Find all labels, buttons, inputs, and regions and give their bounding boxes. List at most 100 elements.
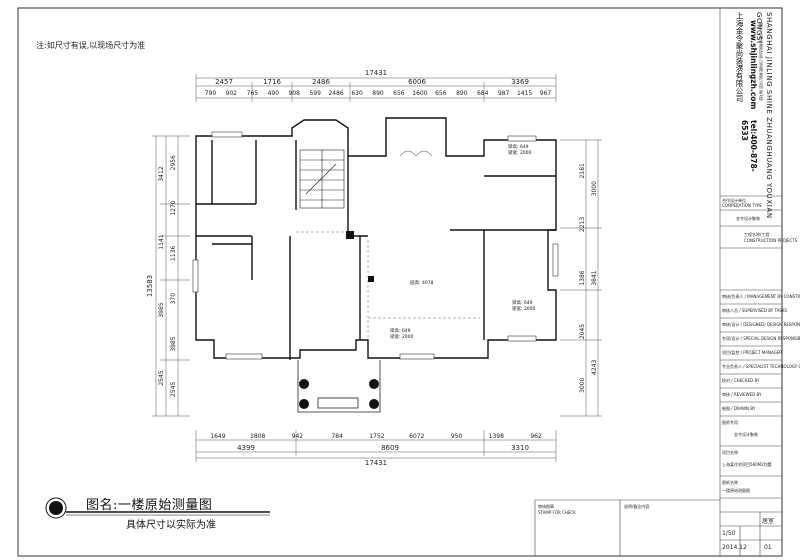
bottom-total-dim: 17431 [365,459,387,467]
tb-field: 图纸名称 [722,480,738,485]
dimension-label: 2045 [579,324,586,339]
dimension-label: 656 [435,90,447,97]
top-dim: 2457 [215,78,233,86]
dimension-label: 656 [393,90,405,97]
beam-height-label: 梁高: 649 [508,143,529,150]
company-tel: tel:400-878-6533 [740,120,758,172]
dimension-label: 1415 [517,90,532,97]
tb-role-field: 专业负责人 / SPECIALIST TECHNOLOGY OF [722,364,800,369]
tb-field: 图纸专用 [722,420,738,425]
dimension-label: 3412 [158,166,165,181]
bottom-dim: 8609 [381,444,399,452]
dimension-label: 1398 [489,433,504,440]
dimension-label: 1600 [412,90,427,97]
dimension-label: 599 [309,90,321,97]
dimension-label: 908 [288,90,300,97]
bottom-dim: 4399 [237,444,255,452]
beam-width-label: 梁宽: 2000 [508,149,532,156]
top-dim: 3369 [511,78,529,86]
tb-role-field: 校对 / CHECKED BY [722,378,760,383]
beam-height-label: 梁高: 649 [390,327,411,334]
dimension-label: 765 [247,90,259,97]
dimension-label: 1136 [170,245,177,260]
company-website: www.shjinlingzh.com [749,20,758,110]
drawing-border [17,7,783,557]
tb-role-field: 项目/监控 / PROJECT MANAGER [722,350,783,355]
dimension-label: 1141 [158,234,165,249]
tb-field: COOPERATION TYPE [722,203,762,208]
tb-role-field: 审核/设计 / DESIGNED/ DESIGN RESPONSIBILITY [722,322,800,327]
beam-lines [296,231,480,340]
tb-role-field: 审核/负责人 / MANAGEMENT BY CONSTRUCTION [722,294,800,299]
dimension-label: 784 [331,433,343,440]
title-ornament [45,497,270,519]
stamp-label-en: STAMP FOR CHECK [538,510,576,515]
dimension-label: 2213 [579,217,586,232]
dimension-label: 370 [170,293,177,305]
top-dim: 6006 [408,78,426,86]
title-block-frame [534,8,782,556]
dimension-label: 1270 [170,200,177,215]
stamp-label: 审核图章 [538,504,554,509]
dimension-label: 902 [226,90,238,97]
tb-role-field: 审核 / REVIEWED BY [722,392,762,397]
scale-value: 1/50 [722,530,736,537]
front-door [399,150,433,157]
tb-field: 合作设计单位 [722,198,746,203]
tb-field: CONSTRUCTION PROJECTS [744,238,798,243]
dimension-label: 2486 [328,90,343,97]
sheet-number: 01 [764,544,772,551]
bottom-dimension-lines [195,430,557,462]
drawing-name: 一楼原始测量图 [722,488,750,493]
beam-width-label: 梁宽: 2000 [512,305,536,312]
remarks-label: 说明/备注内容 [624,504,650,509]
left-total-dim: 13583 [146,275,154,297]
dimension-label: 790 [205,90,217,97]
dimension-label: 2545 [170,381,177,396]
dimension-label: 3000 [579,377,586,392]
top-dim: 1716 [263,78,281,86]
ceiling-height-label: 层高: 4078 [410,279,434,286]
left-dimension-lines [152,135,190,417]
dimension-label: 1649 [210,433,225,440]
company-name-cn: 上海金令聚尚装潢有限公司 [735,12,744,102]
tb-role-field: 专项/设计 / SPECIAL DESIGN RESPONSIBILITY [722,336,800,341]
tb-field: 工程名称/工程 [744,232,770,237]
top-detail-dims: 790 902 765 490 908 599 2486 630 890 656 1600 656 89… [205,90,552,97]
top-dimension-lines [195,74,557,102]
dimension-label: 490 [268,90,280,97]
top-total-dim: 17431 [365,69,387,77]
company-address: 地址:上海市普陀区中山北路 普陀公园 第1楼 [759,22,764,101]
project-name: 上海某住宅项目580M2别墅 [722,462,772,467]
dimension-label: 1752 [369,433,384,440]
figure-title: 图名:一楼原始测量图 [86,498,213,513]
dimension-label: 3000 [591,181,598,196]
tb-field: 项目名称 [722,450,738,455]
stage-value: 居室 [762,518,775,525]
tb-field: 金令设计聚装 [736,216,760,221]
tb-role-field: 审核人员 / SUPERVISED BY TASKS [722,308,788,313]
dimension-label: 3985 [158,302,165,317]
dimension-label: 890 [456,90,468,97]
company-name-en: SHANGHAI JINLING SHINE ZHUANGHUANG YOUXI… [755,12,773,219]
tb-role-field: 制图 / DRAWN BY [722,406,756,411]
dimension-label: 684 [477,90,489,97]
dimension-label: 6072 [409,433,424,440]
dimension-label: 987 [498,90,510,97]
dimension-label: 942 [292,433,304,440]
tb-field: 金令设计聚装 [734,432,758,437]
dimension-label: 630 [351,90,363,97]
dimension-label: 1808 [250,433,265,440]
dimension-label: 2956 [170,155,177,170]
windows [192,131,559,360]
dimension-label: 890 [372,90,384,97]
porch [297,360,381,413]
dimension-label: 2545 [158,370,165,385]
dimension-label: 950 [451,433,463,440]
dimension-label: 2181 [579,163,586,178]
